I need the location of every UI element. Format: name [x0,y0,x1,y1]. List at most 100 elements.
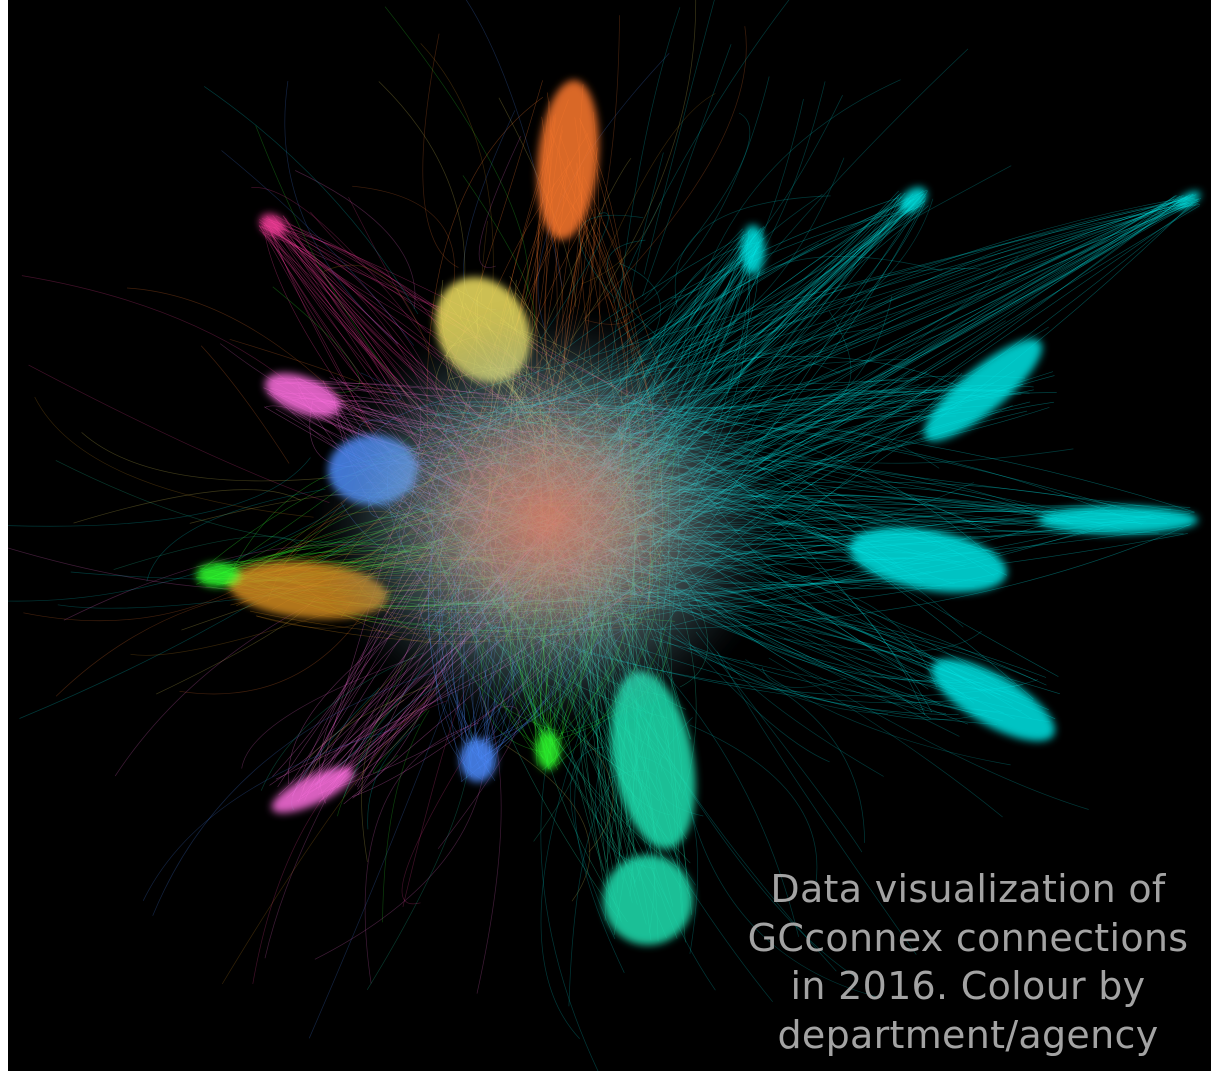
edge [703,48,969,339]
edge [146,488,326,582]
network-core [318,310,778,730]
edge [539,212,609,341]
edge [768,310,852,419]
cluster-blob [849,527,1007,593]
edge [574,716,625,973]
caption-text: Data visualization of GCconnex connectio… [733,865,1203,1059]
network-graph [8,0,1202,1071]
edge [613,0,790,303]
edge [657,198,1175,424]
cluster-blob [196,563,240,587]
edge [757,430,940,469]
cluster-blob [931,658,1055,742]
edge [707,609,1089,810]
edge [783,630,982,652]
edge [585,740,614,853]
edge [367,723,420,830]
edge [716,651,917,955]
caption-line-3: in 2016. Colour by [790,964,1146,1008]
edge [34,396,314,518]
edge [614,76,770,323]
edge [734,358,910,387]
edge [546,157,632,324]
edge [707,165,1012,333]
edge [8,457,311,527]
edge [685,157,845,348]
caption-line-1: Data visualization of [770,867,1166,911]
edge [308,688,453,1039]
edge [570,746,616,940]
edge [373,708,428,773]
edge [504,744,591,902]
edge [241,656,417,769]
edge [731,256,1019,460]
edge [701,256,943,362]
cluster-blob [1175,191,1201,209]
edge [8,504,346,602]
edge [540,707,590,1039]
edge [272,286,360,393]
edge [761,667,847,688]
edge [687,194,823,374]
edge [674,195,831,309]
edge [204,86,419,315]
cluster-blob [1038,506,1198,534]
edge [251,187,440,358]
edge [221,150,415,346]
edge [337,662,407,817]
edge [568,779,615,1007]
edge [751,209,890,384]
edge [348,196,430,333]
network-visualization [8,0,1211,1071]
edge [284,81,399,345]
cluster-blob [603,855,693,945]
edge [73,489,301,524]
edge [570,0,697,341]
edge [310,211,442,308]
edge [366,703,472,990]
edge [478,135,522,268]
edge [295,170,416,310]
edge [570,93,716,347]
edge [264,714,374,959]
cluster-blob [259,213,287,237]
cluster-blob [536,730,560,770]
edge [23,497,348,622]
edge [718,98,804,320]
cluster-blob [271,767,355,813]
edge [606,239,668,346]
edge [81,432,364,482]
edge [581,201,661,285]
edge [583,26,747,320]
edge [382,710,430,923]
edge [728,327,878,381]
edge [642,44,732,297]
edge [364,722,479,984]
edge [786,448,1074,464]
edge [707,198,934,374]
edge [747,408,957,417]
edge [361,699,405,863]
edge [695,631,863,853]
edge [745,659,1011,766]
edge [422,33,459,268]
edge [142,727,401,901]
cluster-blob [899,187,927,213]
edge [687,648,865,843]
edge [28,364,330,504]
edge [609,7,681,379]
edge [384,6,529,301]
caption-line-2: GCconnex connections [747,915,1189,960]
cluster-blob [537,80,599,240]
edge [309,684,431,759]
edge [221,679,449,985]
edge [630,152,664,305]
edge [200,345,290,464]
cluster-blob [923,338,1043,442]
cluster-blob [264,373,342,417]
edge [768,657,1003,818]
edge [643,112,751,300]
caption-line-4: department/agency [777,1012,1159,1057]
edge [401,753,467,905]
edge [113,535,299,570]
